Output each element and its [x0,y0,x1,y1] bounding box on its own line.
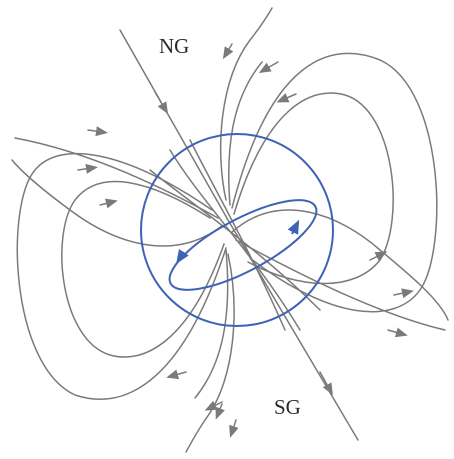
arrow-bottom-2 [229,419,239,438]
arrow-right-2 [393,288,414,299]
equatorial-loop [168,199,318,291]
field-line-left-4 [14,137,219,219]
field-line-left-1 [16,152,227,400]
arrow-left-3 [99,198,118,209]
field-line-left-2 [61,180,225,358]
equator-arrow-left [176,248,189,264]
arrow-left-1 [87,126,108,137]
axis-arrow-south [319,371,333,396]
arrow-top [222,43,234,60]
axis-arrow-north [154,91,169,115]
field-line-right-1 [231,52,438,313]
label-south-pole: SG [274,395,301,419]
arrow-top-right-2 [276,93,297,103]
field-line-core-3 [149,169,321,311]
field-line-right-top [219,7,273,201]
equator-arrow-right [287,219,300,235]
arrow-bottom-1 [215,403,225,420]
field-line-right-2 [233,92,394,285]
field-line-right-top-2 [228,61,263,206]
arrow-bottom-left-1 [166,369,187,380]
field-line-right-4 [235,239,446,331]
field-line-right-3 [231,209,449,321]
field-line-core-2 [189,139,286,331]
arrow-right-1 [369,251,388,262]
arrow-bottom-left-2 [204,400,223,411]
label-north-pole: NG [159,34,189,58]
arrow-right-3 [387,327,408,338]
field-line-left-3 [11,159,223,247]
field-line-core-1 [169,149,301,331]
earth-sphere [140,133,334,327]
field-line-left-bottom-2 [194,249,229,399]
arrow-top-right-1 [258,61,279,73]
arrow-left-2 [77,163,98,174]
field-line-left-bottom [185,253,235,453]
